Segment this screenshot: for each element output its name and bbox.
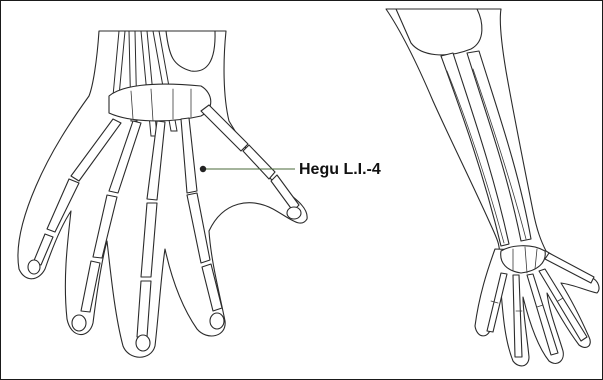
fingernail: [28, 260, 40, 274]
hegu-point-marker: [200, 166, 206, 172]
carpal-bones: [109, 84, 211, 121]
hegu-point-label: Hegu L.I.-4: [299, 161, 381, 179]
fingernail: [287, 207, 301, 219]
fingernail: [72, 315, 86, 331]
fingernail: [210, 313, 224, 329]
fingernail: [136, 335, 150, 351]
forearm-and-hand-view: [386, 9, 599, 366]
hand-dorsal-view: [18, 31, 307, 357]
